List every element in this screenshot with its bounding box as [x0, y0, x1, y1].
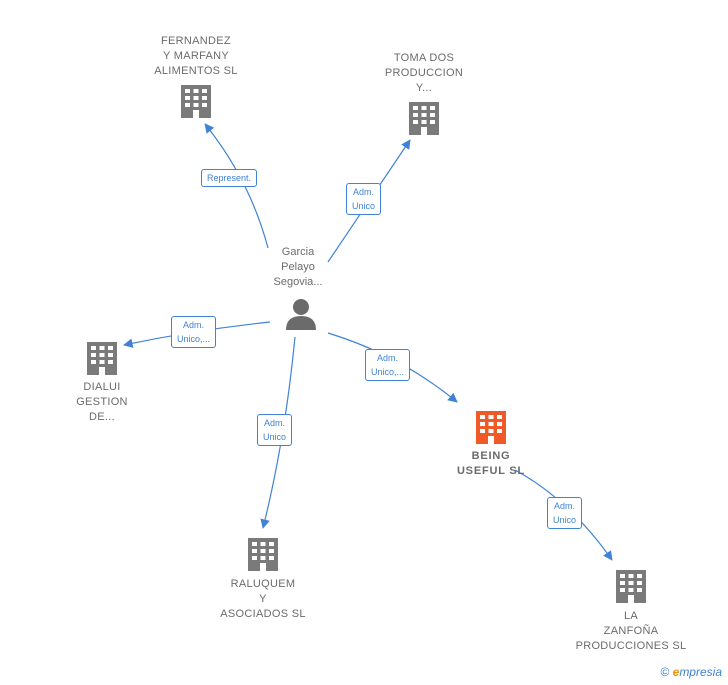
- person-icon[interactable]: [286, 299, 316, 330]
- edge-label-adm-zanfona: Adm. Unico: [547, 497, 583, 529]
- brand-initial: e: [672, 665, 680, 679]
- building-icon[interactable]: [616, 570, 646, 603]
- building-icon[interactable]: [248, 538, 278, 571]
- person-label[interactable]: Garcia Pelayo Segovia...: [273, 246, 323, 288]
- company-label-being[interactable]: BEING USEFUL SL: [456, 450, 526, 477]
- brand-name: mpresia: [679, 665, 722, 679]
- building-icon-highlight[interactable]: [476, 411, 506, 444]
- edge-label-adm-dialui: Adm. Unico,...: [171, 316, 217, 348]
- building-icon[interactable]: [409, 102, 439, 135]
- copyright-symbol: ©: [660, 665, 670, 679]
- company-label-fernandez[interactable]: FERNANDEZ Y MARFANY ALIMENTOS SL: [154, 35, 238, 77]
- edge-label-represent: Represent.: [201, 169, 258, 187]
- edge-label-adm-toma: Adm. Unico: [346, 183, 382, 215]
- edge-label-adm-raluquem: Adm. Unico: [257, 414, 293, 446]
- company-label-dialui[interactable]: DIALUI GESTION DE...: [76, 381, 128, 423]
- edge-label-adm-being: Adm. Unico,...: [365, 349, 411, 381]
- company-label-toma[interactable]: TOMA DOS PRODUCCION Y...: [384, 52, 464, 94]
- company-label-raluquem[interactable]: RALUQUEM Y ASOCIADOS SL: [220, 578, 306, 620]
- company-label-zanfona[interactable]: LA ZANFOÑA PRODUCCIONES SL: [575, 610, 687, 652]
- empresia-logo[interactable]: © empresia: [660, 665, 722, 679]
- building-icon[interactable]: [87, 342, 117, 375]
- building-icon[interactable]: [181, 85, 211, 118]
